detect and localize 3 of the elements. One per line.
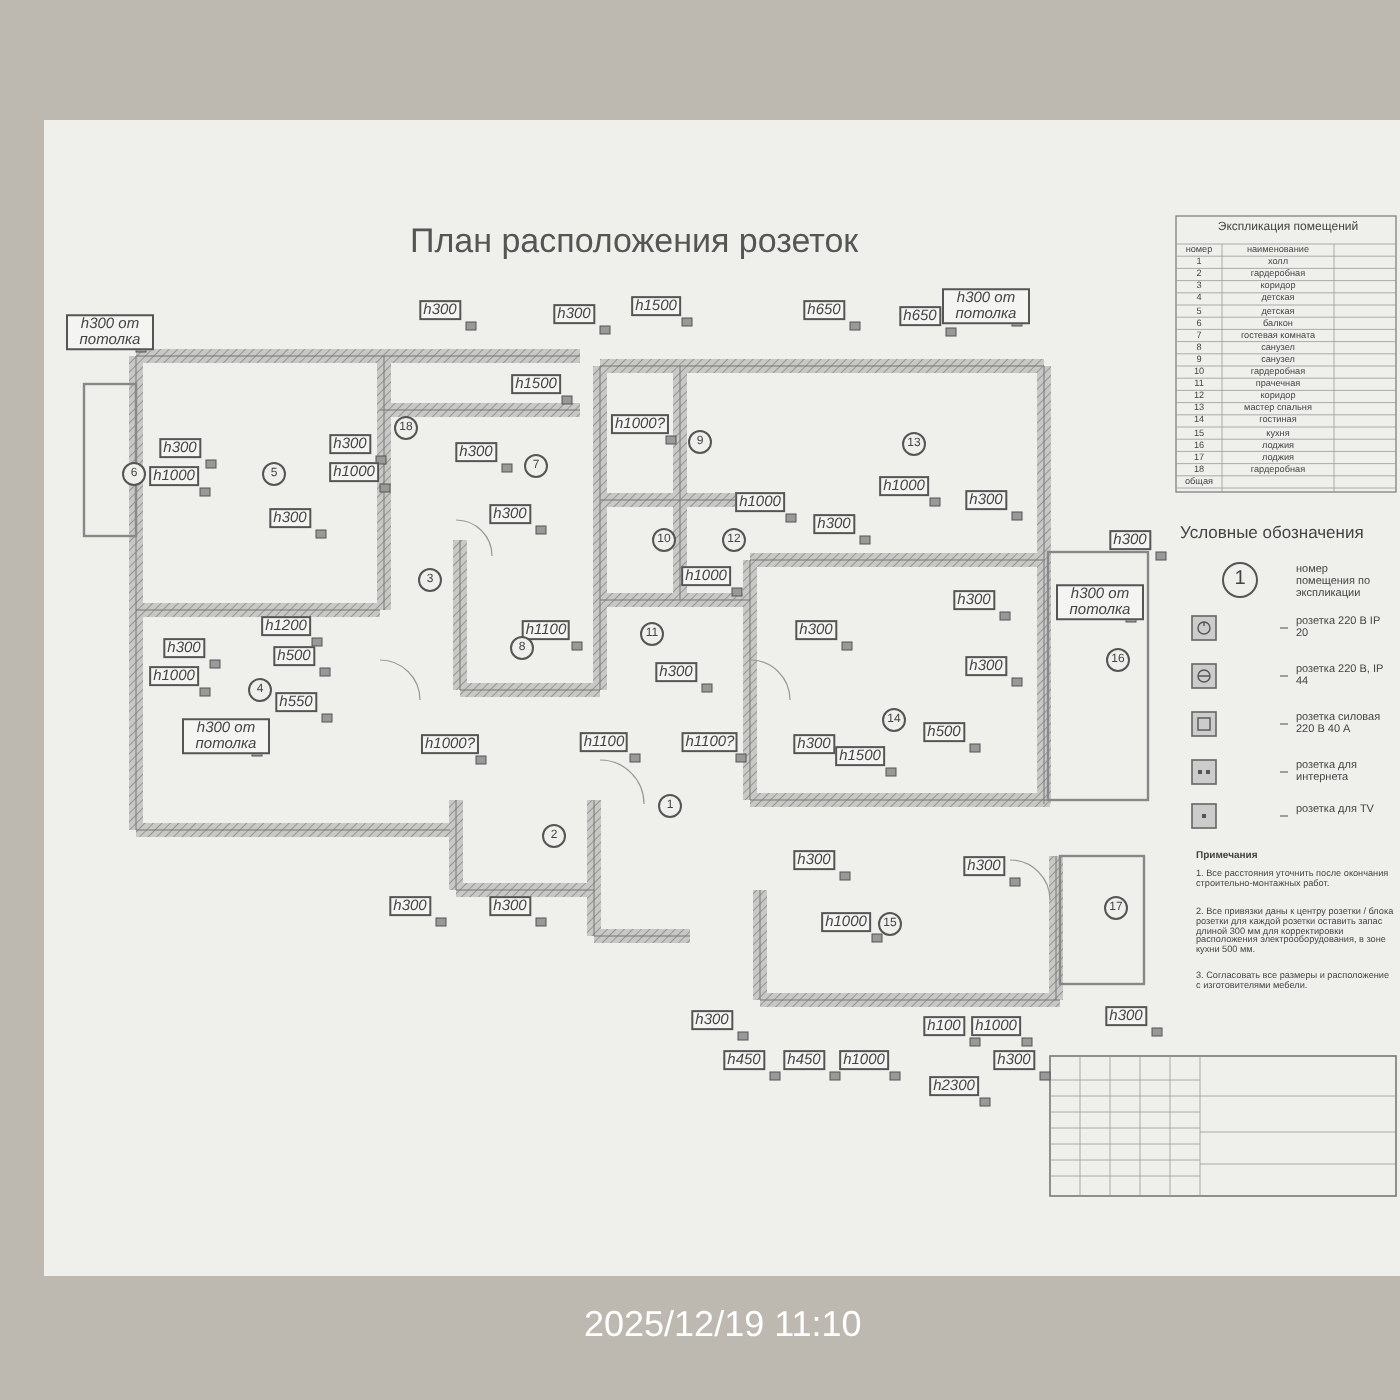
title: План расположения розеток xyxy=(410,224,859,260)
legend-heading: Условные обозначения xyxy=(1180,524,1364,542)
photo-timestamp: 2025/12/19 11:10 xyxy=(584,1306,862,1344)
